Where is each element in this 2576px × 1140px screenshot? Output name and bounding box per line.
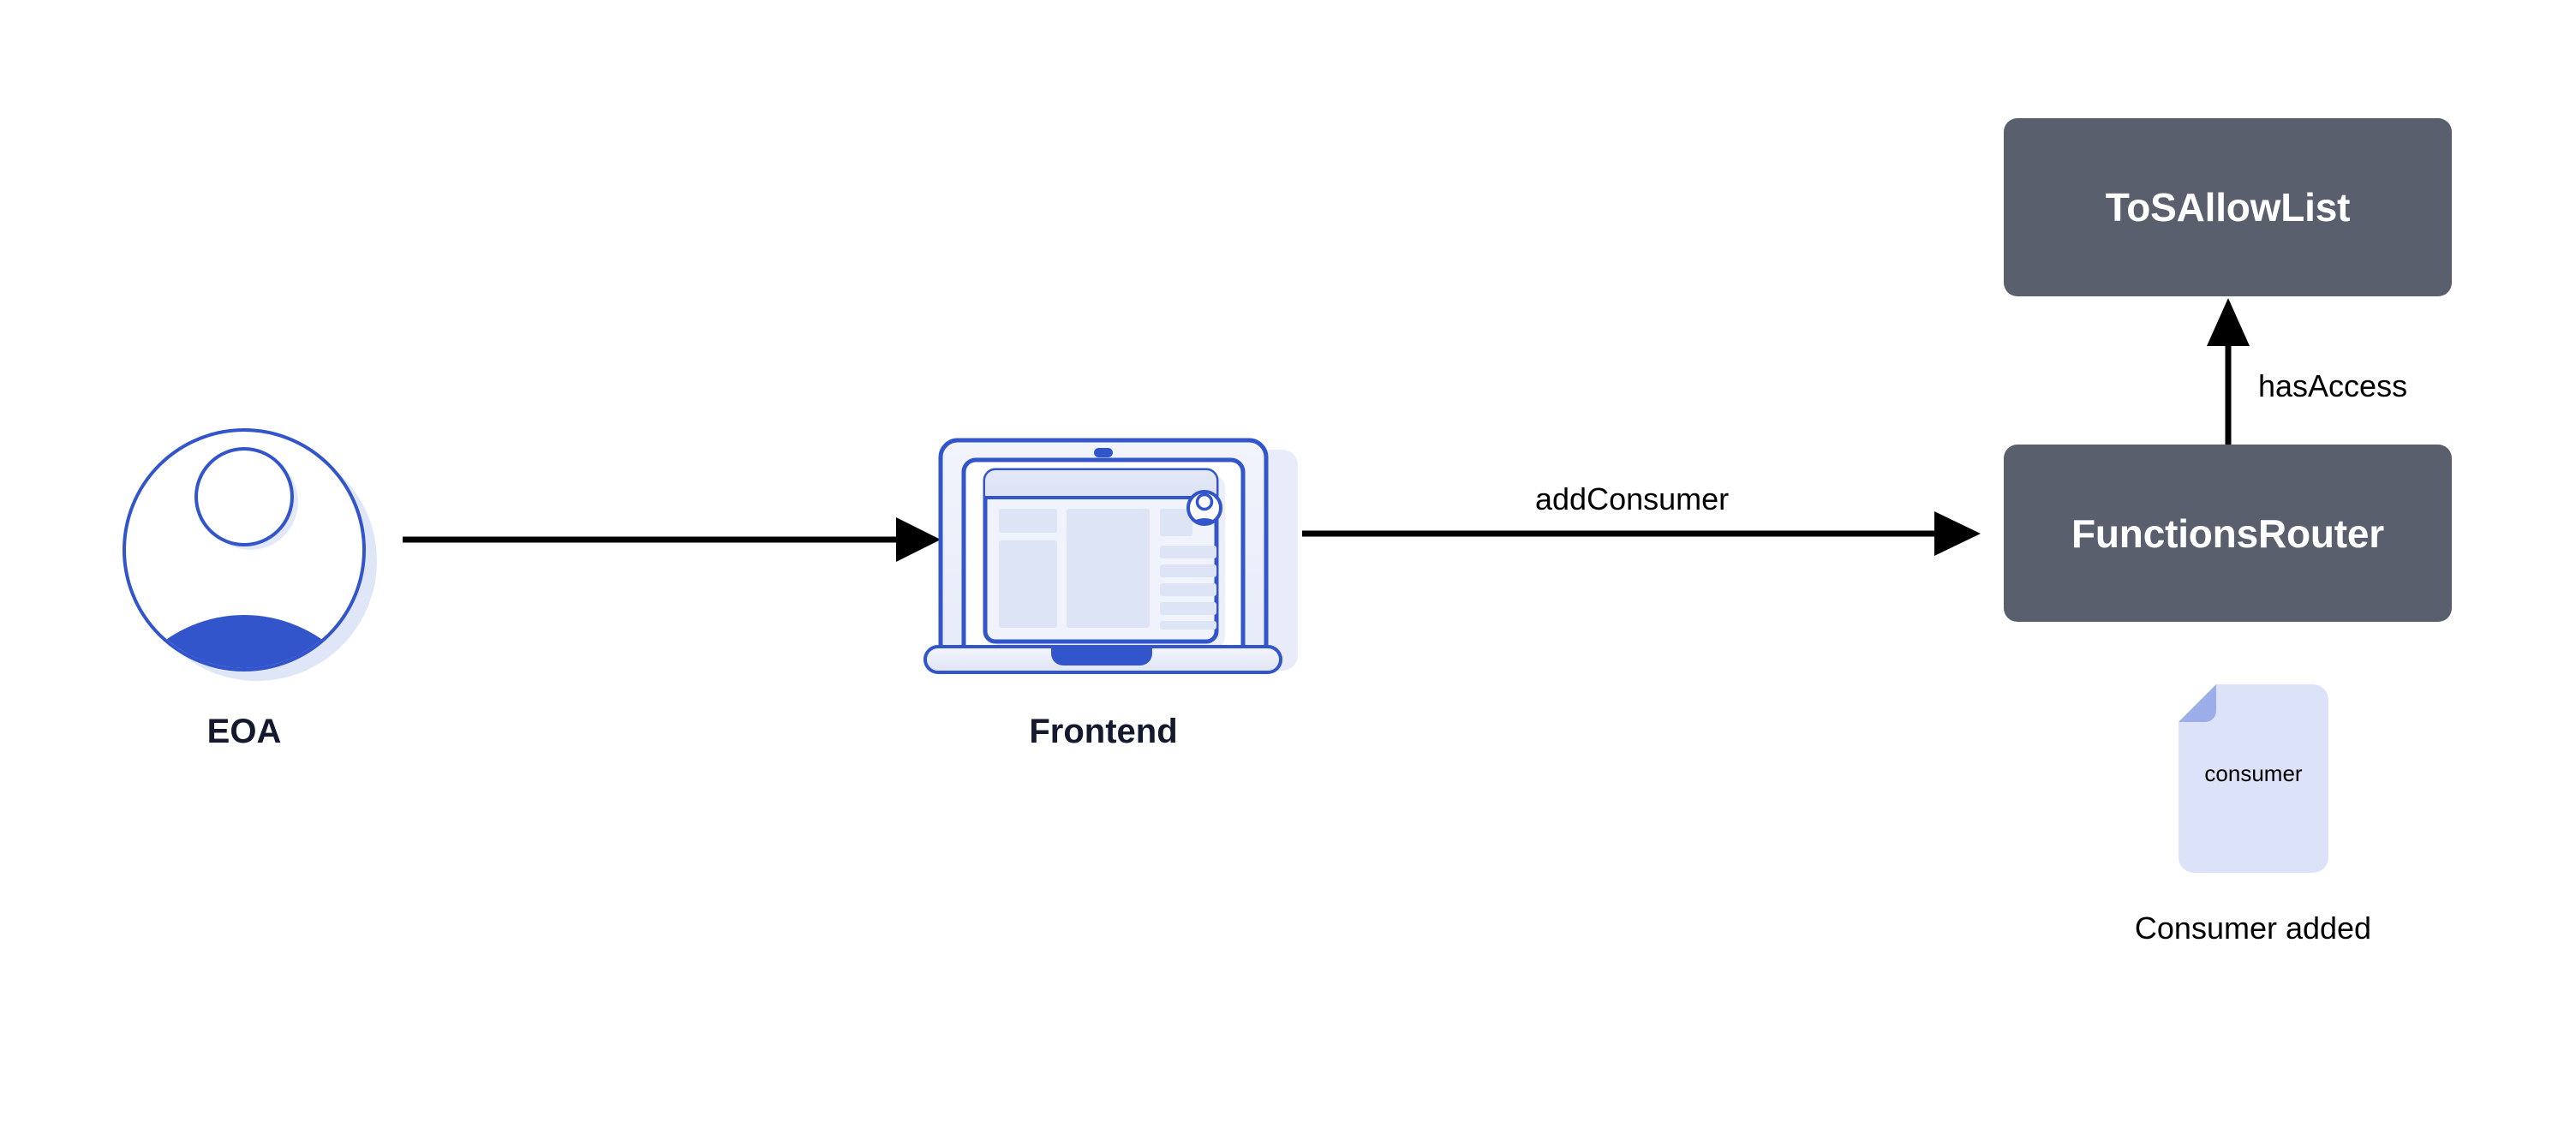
consumer-added-caption: Consumer added — [2134, 910, 2372, 946]
document-icon — [2179, 684, 2328, 873]
edge-label-has-access: hasAccess — [2258, 368, 2408, 403]
functions-router-label: FunctionsRouter — [2071, 510, 2384, 556]
tos-allow-list-label: ToSAllowList — [2105, 185, 2351, 230]
arrow-router-to-toslist — [2207, 298, 2250, 445]
node-tos-allow-list[interactable]: ToSAllowList — [2004, 118, 2452, 296]
arrow-frontend-to-router — [1302, 511, 1981, 556]
arrow-eoa-to-frontend — [403, 517, 941, 562]
document-inner-label: consumer — [2204, 761, 2303, 786]
screen-avatar-icon — [1186, 490, 1222, 526]
node-functions-router[interactable]: FunctionsRouter — [2004, 445, 2452, 622]
frontend-label: Frontend — [1029, 713, 1178, 750]
user-avatar-icon — [123, 428, 377, 681]
laptop-icon — [923, 438, 1298, 674]
eoa-label: EOA — [206, 713, 282, 750]
edge-label-add-consumer: addConsumer — [1535, 481, 1730, 516]
